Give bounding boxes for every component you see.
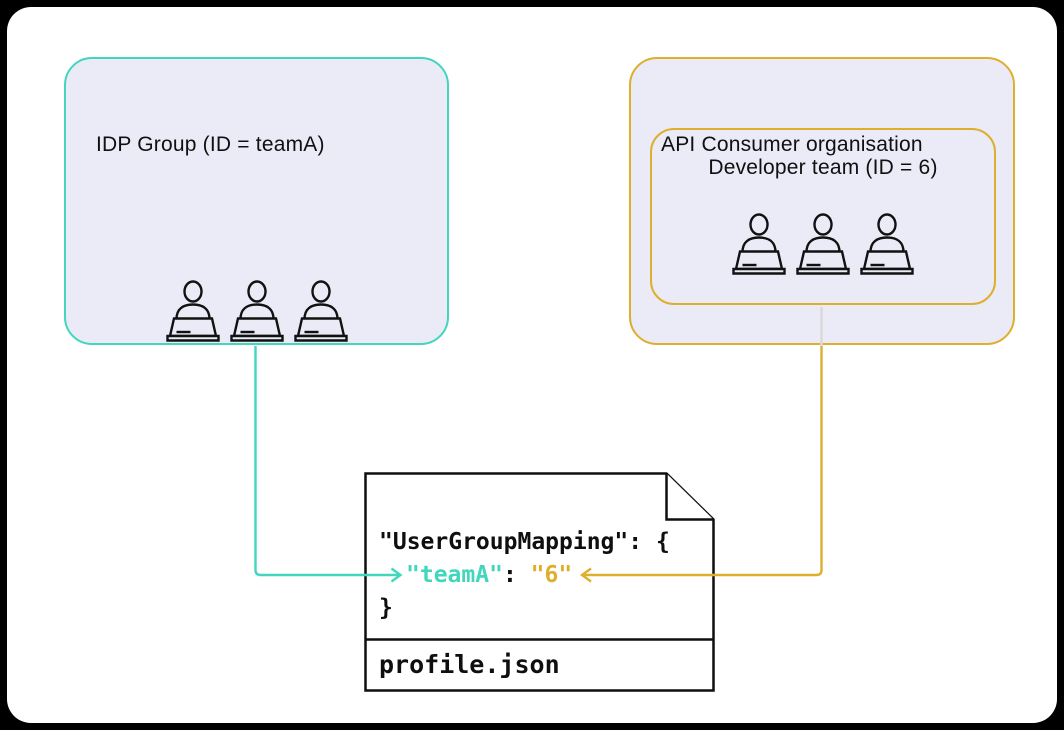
developer-team-box: Developer team (ID = 6)	[650, 128, 996, 305]
person-at-laptop-icon	[796, 213, 850, 275]
person-at-laptop-icon	[229, 280, 284, 342]
mapping-key: "teamA"	[406, 562, 503, 588]
idp-group-members	[66, 279, 447, 343]
person-at-laptop-icon	[732, 213, 786, 275]
code-line-1: "UserGroupMapping": {	[379, 529, 670, 555]
code-line-3: }	[379, 595, 393, 621]
person-at-laptop-icon	[165, 280, 220, 342]
person-at-laptop-icon	[293, 280, 348, 342]
code-line-2: "teamA": "6"	[406, 559, 670, 592]
person-at-laptop-icon	[860, 213, 914, 275]
api-consumer-org-title: API Consumer organisation	[661, 133, 923, 156]
idp-group-title: IDP Group (ID = teamA)	[96, 133, 325, 156]
profile-json-file: "UserGroupMapping": { "teamA": "6" } pro…	[364, 472, 716, 692]
mapping-value: "6"	[530, 562, 573, 588]
developer-team-title: Developer team (ID = 6)	[708, 156, 938, 179]
diagram-card: IDP Group (ID = teamA) API Consumer orga…	[7, 7, 1057, 723]
idp-group-box: IDP Group (ID = teamA)	[64, 57, 449, 345]
api-consumer-org-box: API Consumer organisation Developer team…	[629, 57, 1015, 345]
json-code-block: "UserGroupMapping": { "teamA": "6" }	[379, 526, 670, 625]
developer-team-members	[652, 212, 994, 276]
mapping-separator: :	[502, 562, 531, 588]
file-name-label: profile.json	[379, 650, 560, 679]
